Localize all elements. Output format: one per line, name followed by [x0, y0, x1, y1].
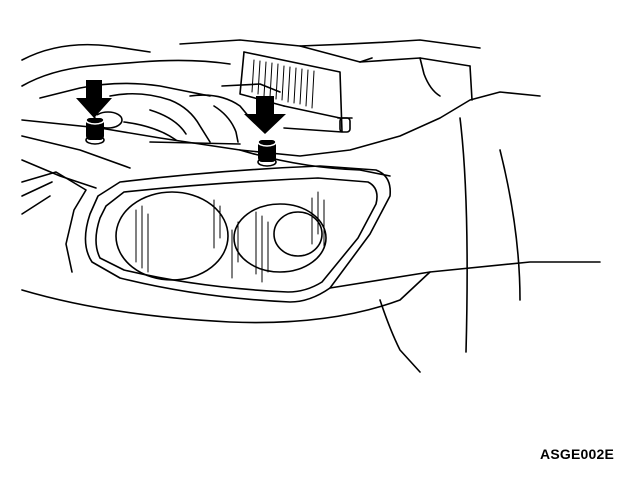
front-body	[21, 91, 601, 373]
engine-bay	[21, 39, 481, 145]
left-headlight-bolt	[85, 111, 123, 145]
down-arrow-icon	[244, 96, 286, 134]
figure-code: ASGE002E	[540, 446, 614, 462]
down-arrow-icon	[76, 80, 112, 118]
right-headlight-bolt	[257, 137, 277, 167]
air-box-ribs	[251, 59, 315, 109]
headlight-assembly	[84, 165, 392, 303]
